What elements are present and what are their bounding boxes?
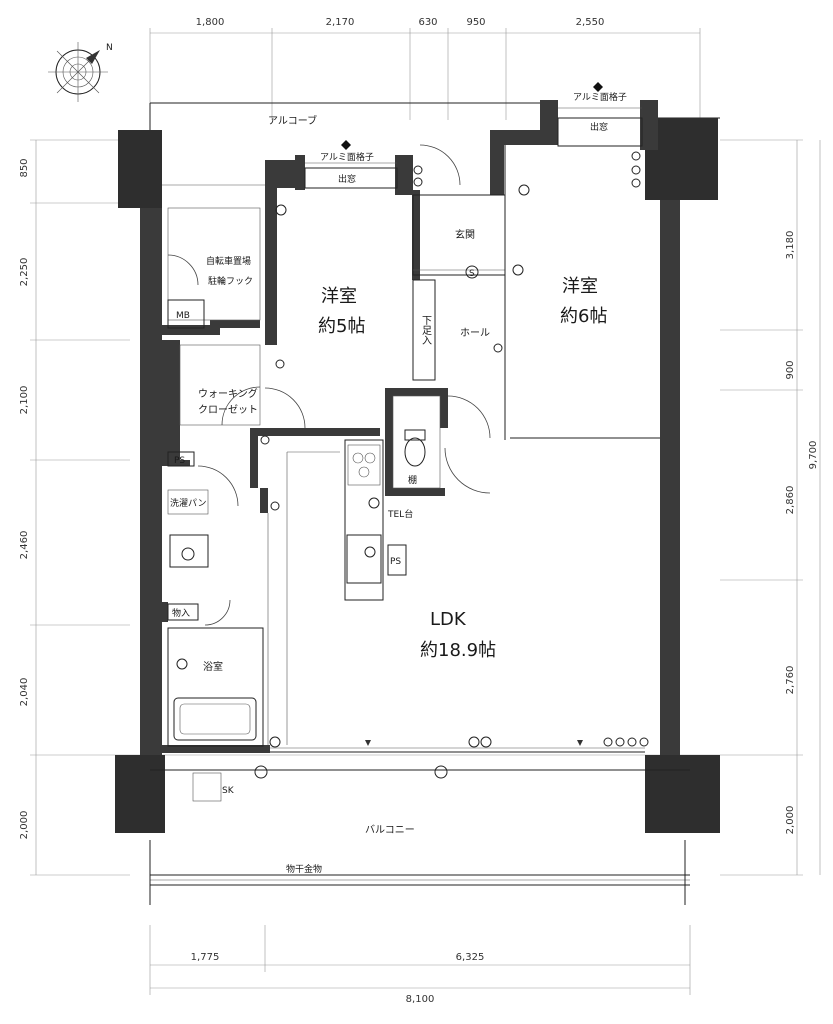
dim-top-5: 2,550 (576, 17, 605, 28)
dim-left-2: 2,250 (19, 258, 30, 287)
balcony-label: バルコニー (365, 824, 415, 836)
labels: アルミ面格子 出窓 アルミ面格子 出窓 自転車置場 駐輪フック MB 洋室 約5… (170, 91, 627, 875)
dim-left-4: 2,460 (19, 531, 30, 560)
dim-left-1: 850 (19, 158, 30, 177)
dim-right-3: 2,860 (785, 486, 796, 515)
western-room-2-name: 洋室 (562, 276, 598, 297)
bay-window-label-1: 出窓 (338, 173, 356, 185)
dim-top-4: 950 (466, 17, 485, 28)
mb-label: MB (176, 311, 190, 321)
ps-label-2: PS (390, 557, 401, 567)
compass-north-label: N (106, 43, 113, 53)
bicycle-label-1: 自転車置場 (206, 255, 251, 267)
sk-label: SK (222, 786, 235, 796)
bay-window-label-2: 出窓 (590, 121, 608, 133)
dim-right-4: 2,760 (785, 666, 796, 695)
dim-bottom-total: 8,100 (406, 994, 435, 1005)
western-room-2-size: 約6帖 (560, 306, 607, 327)
walk-in-closet-label-2: クローゼット (198, 404, 258, 416)
entrance-label: 玄関 (455, 228, 475, 241)
western-room-1-size: 約5帖 (318, 316, 365, 337)
switch-s-icon: S (469, 269, 475, 279)
dim-right-total: 9,700 (808, 441, 819, 470)
dim-top-1: 1,800 (196, 17, 225, 28)
dim-right-1: 3,180 (785, 231, 796, 260)
bathroom-label: 浴室 (203, 660, 223, 673)
western-room-1-name: 洋室 (321, 286, 357, 307)
aluminum-lattice-label-1: アルミ面格子 (320, 151, 374, 163)
clothes-hanger-label: 物干金物 (286, 863, 322, 875)
hall-label: ホール (460, 327, 490, 339)
dim-left-6: 2,000 (19, 811, 30, 840)
ps-label-1: PS (174, 456, 185, 466)
storage-label: 物入 (172, 607, 190, 619)
ldk-name: LDK (430, 609, 467, 630)
dimension-labels: 1,800 2,170 630 950 2,550 850 2,250 2,10… (19, 17, 819, 1005)
dim-left-3: 2,100 (19, 386, 30, 415)
walk-in-closet-label-1: ウォーキング (198, 387, 258, 400)
tel-stand-label: TEL台 (387, 508, 413, 520)
dim-top-2: 2,170 (326, 17, 355, 28)
interior-lines: S (149, 82, 690, 905)
alcove-label: アルコーブ (268, 114, 317, 127)
aluminum-lattice-label-2: アルミ面格子 (573, 91, 627, 103)
dim-right-5: 2,000 (785, 806, 796, 835)
shoe-box-label: 下足入 (420, 315, 432, 345)
shelf-label: 棚 (408, 474, 417, 486)
walls (115, 100, 720, 833)
dim-bottom-2: 6,325 (456, 952, 485, 963)
bicycle-label-2: 駐輪フック (208, 275, 253, 287)
dimension-lines (30, 28, 821, 995)
compass-icon: N (48, 42, 113, 102)
ldk-size: 約18.9帖 (420, 640, 496, 661)
dim-right-2: 900 (785, 360, 796, 379)
dim-left-5: 2,040 (19, 678, 30, 707)
dim-bottom-1: 1,775 (191, 952, 220, 963)
alcove-area: アルコーブ (149, 102, 720, 186)
laundry-pan-label: 洗濯パン (170, 497, 206, 509)
dim-top-3: 630 (418, 17, 437, 28)
